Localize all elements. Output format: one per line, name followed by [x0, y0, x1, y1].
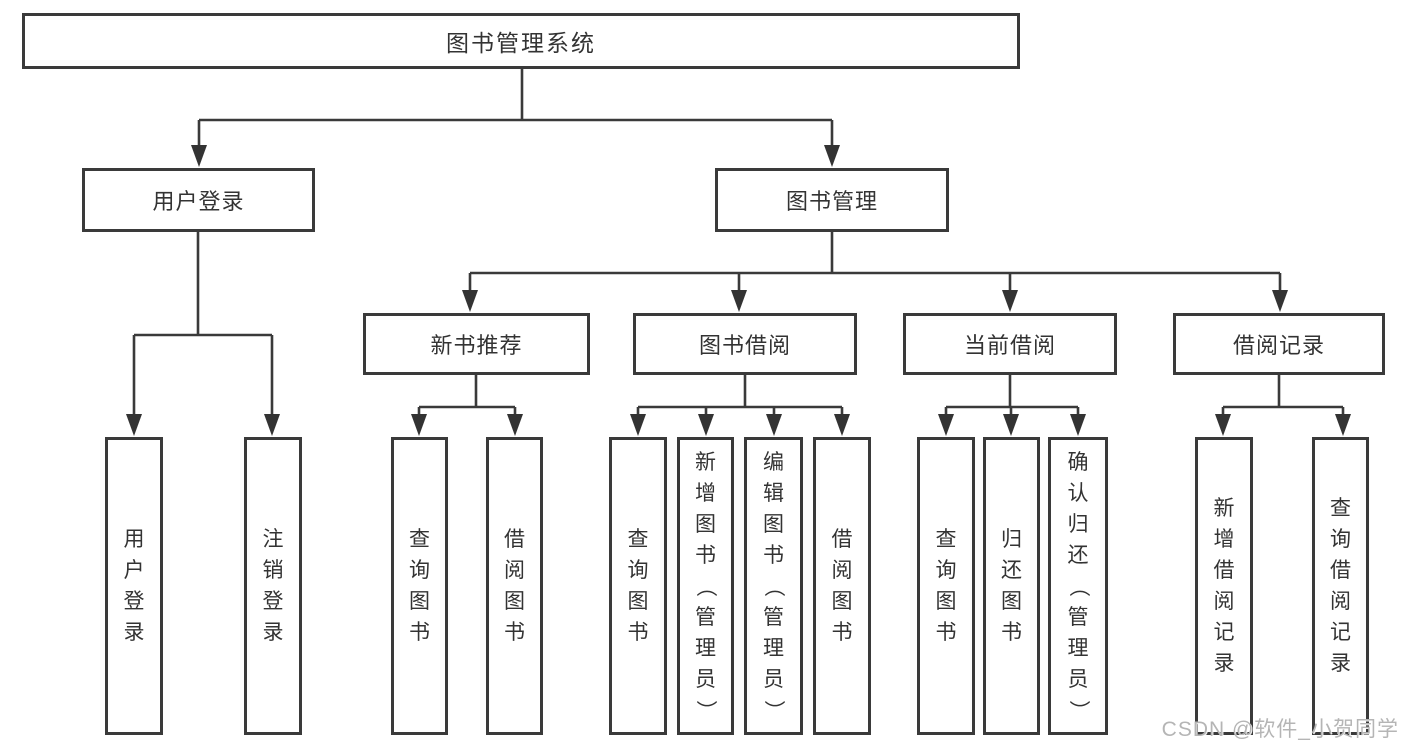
node-label-bb-borrow-book: 借阅图书	[831, 528, 853, 644]
node-label-cb-query-book: 查询图书	[935, 528, 957, 644]
node-book-borrow: 图书借阅	[633, 313, 857, 375]
node-label-book-management: 图书管理	[785, 189, 878, 214]
node-label-cb-return-book: 归还图书	[1001, 528, 1022, 644]
node-br-query-record: 查询借阅记录	[1312, 437, 1369, 735]
node-label-new-book-recommend: 新书推荐	[430, 333, 523, 358]
node-label-bb-edit-book-admin: 编辑图书（管理员）	[762, 450, 785, 721]
node-br-add-record: 新增借阅记录	[1195, 437, 1253, 735]
node-cb-return-book: 归还图书	[983, 437, 1040, 735]
node-system: 图书管理系统	[22, 13, 1020, 69]
node-label-current-borrow: 当前借阅	[963, 333, 1056, 358]
node-leaf-user-login: 用户登录	[105, 437, 163, 735]
node-nb-borrow-book: 借阅图书	[486, 437, 543, 735]
node-label-book-borrow: 图书借阅	[698, 333, 791, 358]
node-label-system: 图书管理系统	[446, 30, 596, 56]
node-label-bb-query-book: 查询图书	[627, 528, 649, 644]
node-book-management: 图书管理	[715, 168, 949, 232]
node-label-borrow-records: 借阅记录	[1232, 333, 1325, 358]
node-user-login: 用户登录	[82, 168, 315, 232]
node-new-book-recommend: 新书推荐	[363, 313, 590, 375]
node-cb-confirm-return-admin: 确认归还（管理员）	[1048, 437, 1108, 735]
watermark: CSDN @软件_小贺同学	[1161, 718, 1399, 741]
node-bb-borrow-book: 借阅图书	[813, 437, 871, 735]
node-current-borrow: 当前借阅	[903, 313, 1117, 375]
node-label-leaf-user-login: 用户登录	[123, 528, 145, 644]
node-bb-query-book: 查询图书	[609, 437, 667, 735]
node-bb-add-book-admin: 新增图书（管理员）	[677, 437, 734, 735]
node-label-br-query-record: 查询借阅记录	[1330, 497, 1351, 675]
node-label-bb-add-book-admin: 新增图书（管理员）	[694, 450, 717, 721]
node-label-cb-confirm-return-admin: 确认归还（管理员）	[1066, 450, 1090, 721]
node-label-user-login: 用户登录	[152, 189, 245, 214]
node-leaf-logout: 注销登录	[244, 437, 302, 735]
node-label-br-add-record: 新增借阅记录	[1213, 497, 1235, 675]
node-label-nb-query-book: 查询图书	[409, 528, 430, 644]
node-bb-edit-book-admin: 编辑图书（管理员）	[744, 437, 803, 735]
node-borrow-records: 借阅记录	[1173, 313, 1385, 375]
node-label-nb-borrow-book: 借阅图书	[504, 528, 525, 644]
node-nb-query-book: 查询图书	[391, 437, 448, 735]
node-cb-query-book: 查询图书	[917, 437, 975, 735]
node-label-leaf-logout: 注销登录	[262, 528, 284, 644]
